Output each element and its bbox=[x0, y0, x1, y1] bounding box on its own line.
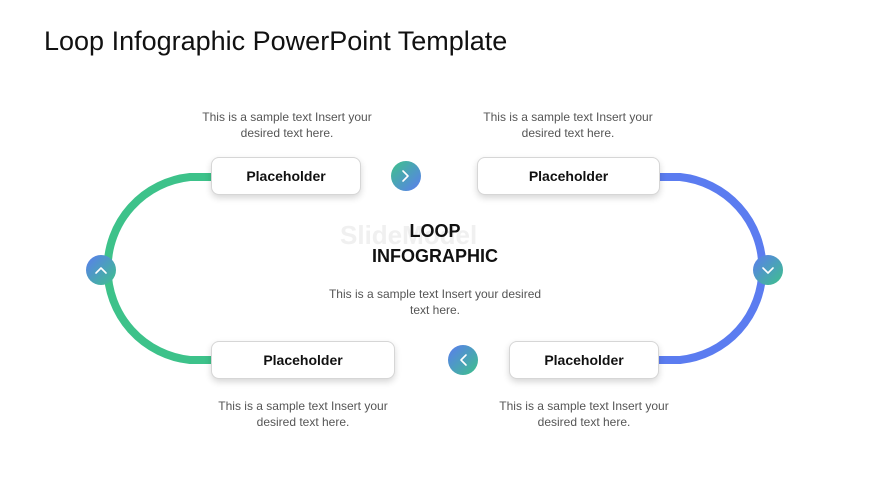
center-caption-line1: This is a sample text Insert your desire… bbox=[328, 287, 542, 301]
box-4-caption: This is a sample text Insert your desire… bbox=[484, 398, 684, 430]
watermark: SlideModel bbox=[340, 220, 478, 250]
chevron-right-icon bbox=[391, 161, 421, 191]
loop-left-arc bbox=[103, 173, 215, 364]
placeholder-box-4: Placeholder bbox=[509, 341, 659, 379]
box-4-caption-line2: desired text here. bbox=[537, 415, 631, 429]
box-2-caption: This is a sample text Insert your desire… bbox=[468, 109, 668, 141]
box-4-caption-line1: This is a sample text Insert your bbox=[499, 399, 669, 413]
box-3-caption-line1: This is a sample text Insert your bbox=[218, 399, 388, 413]
center-title: LOOP INFOGRAPHIC bbox=[335, 219, 535, 269]
placeholder-box-2: Placeholder bbox=[477, 157, 660, 195]
placeholder-box-3: Placeholder bbox=[211, 341, 395, 379]
chevron-up-icon bbox=[86, 255, 116, 285]
center-caption: This is a sample text Insert your desire… bbox=[315, 286, 555, 318]
placeholder-box-1: Placeholder bbox=[211, 157, 361, 195]
box-3-caption: This is a sample text Insert your desire… bbox=[203, 398, 403, 430]
page-title: Loop Infographic PowerPoint Template bbox=[44, 26, 508, 56]
box-1-caption-line1: This is a sample text Insert your bbox=[202, 110, 372, 124]
center-title-line2: INFOGRAPHIC bbox=[372, 246, 498, 266]
box-2-caption-line1: This is a sample text Insert your bbox=[483, 110, 653, 124]
center-caption-line2: text here. bbox=[409, 303, 461, 317]
box-1-caption: This is a sample text Insert your desire… bbox=[187, 109, 387, 141]
chevron-left-icon bbox=[448, 345, 478, 375]
box-2-caption-line2: desired text here. bbox=[521, 126, 615, 140]
center-title-line1: LOOP bbox=[409, 221, 461, 241]
loop-right-arc bbox=[655, 173, 767, 364]
chevron-down-icon bbox=[753, 255, 783, 285]
box-3-caption-line2: desired text here. bbox=[256, 415, 350, 429]
box-1-caption-line2: desired text here. bbox=[240, 126, 334, 140]
